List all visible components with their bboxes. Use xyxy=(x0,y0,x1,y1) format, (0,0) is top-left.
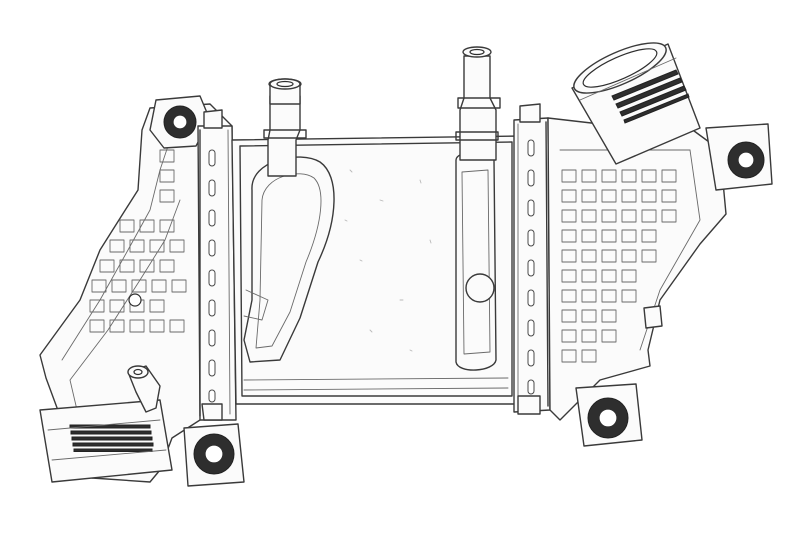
right-outlet-pipe xyxy=(571,42,701,165)
mount-lug-top-left xyxy=(149,95,211,149)
right-end-tank xyxy=(547,117,727,421)
mount-lug-top-right xyxy=(705,123,773,191)
left-sensor-nipple xyxy=(127,365,161,413)
left-inlet-pipe xyxy=(39,399,173,483)
right-side-plate xyxy=(513,117,551,413)
mount-lug-bottom-right xyxy=(575,383,643,447)
mount-lug-bottom-left xyxy=(183,423,245,487)
plate-clips xyxy=(201,103,541,421)
left-side-plate xyxy=(197,125,237,421)
left-coolant-pipe xyxy=(263,78,307,177)
right-coolant-pipe xyxy=(455,46,501,161)
left-end-tank xyxy=(39,103,233,483)
